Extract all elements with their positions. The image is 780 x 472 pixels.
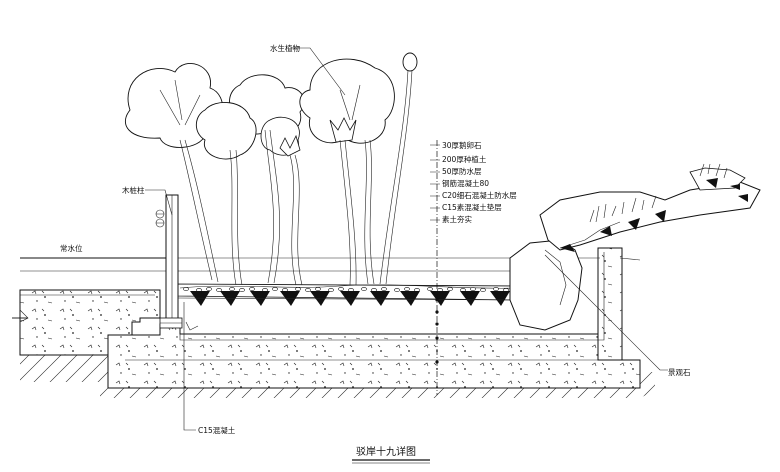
pebble: [493, 287, 499, 291]
pebble: [239, 288, 245, 292]
pebble: [249, 287, 255, 291]
callout-leaders: [145, 47, 668, 431]
pebble: [447, 287, 453, 291]
pebble: [394, 288, 400, 292]
waterproof-wedge: [340, 291, 360, 306]
drawing-title: 驳岸十九详图: [356, 445, 416, 458]
layer-label: C15素混凝土垫层: [442, 202, 502, 212]
drawing-title-block: 驳岸十九详图: [352, 445, 430, 464]
layer-label: 50厚防水层: [442, 166, 482, 176]
pebble: [315, 287, 321, 291]
right-retaining-wall: [179, 247, 623, 361]
pebble: [404, 287, 410, 291]
pebble: [381, 287, 387, 291]
layer-label: 200厚种植土: [442, 154, 487, 164]
planting-layer: [164, 283, 521, 331]
layer-leader: [430, 140, 440, 395]
pebble: [338, 287, 344, 291]
layer-list: 30厚鹅卵石 200厚种植土 50厚防水层 钢筋混凝土80 C20细石混凝土防水…: [442, 140, 517, 224]
pebble: [295, 287, 301, 291]
pebble: [305, 288, 311, 292]
pebble: [427, 287, 433, 291]
pebble: [216, 288, 222, 292]
layer-label: 素土夯实: [442, 214, 472, 224]
c15-concrete-label: C15混凝土: [198, 425, 236, 435]
waterproof-wedge: [400, 291, 420, 306]
waterproof-wedge: [460, 291, 480, 306]
pebble: [183, 287, 189, 291]
pebble: [206, 287, 212, 291]
layer-label: 钢筋混凝土80: [442, 178, 489, 188]
natural-stone-label: 景观石: [668, 368, 691, 377]
waterproof-wedge: [430, 291, 450, 306]
waterproof-wedge: [310, 291, 330, 306]
normal-water-level-label: 常水位: [60, 243, 83, 253]
pebble: [229, 287, 235, 291]
layer-label: 30厚鹅卵石: [442, 140, 482, 150]
waterproof-wedge: [190, 291, 210, 306]
aquatic-plants: [125, 52, 418, 286]
waterproof-wedge: [370, 291, 390, 306]
pebble: [480, 288, 486, 292]
pebble: [328, 288, 334, 292]
pebble: [361, 287, 367, 291]
wood-pile-label: 木桩柱: [122, 185, 145, 195]
pebble: [272, 287, 278, 291]
waterproof-wedge: [490, 291, 510, 306]
landscape-stones: [509, 163, 761, 331]
pebble: [470, 287, 476, 291]
wood-pile: [155, 194, 183, 329]
aquatic-plant-label: 水生植物: [270, 43, 300, 53]
layer-label: C20细石混凝土防水层: [442, 190, 517, 200]
